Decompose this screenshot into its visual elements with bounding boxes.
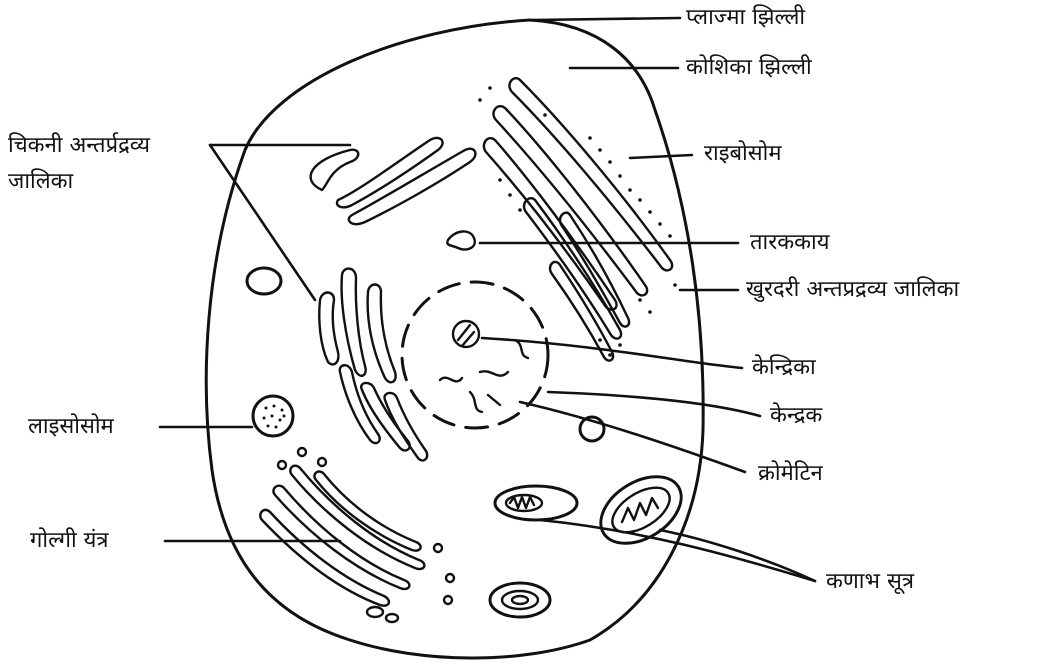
label-ribosome: राइबोसोम (704, 140, 781, 168)
label-nucleus: केन्द्रक (770, 402, 822, 430)
lysosome (253, 396, 293, 436)
label-mitochondria: कणाभ सूत्र (826, 568, 914, 596)
rough-er (478, 78, 677, 360)
smooth-er-left (319, 269, 427, 461)
label-golgi: गोल्गी यंत्र (30, 527, 109, 555)
label-smooth-er-line1: चिकनी अन्तर्प्रद्रव्य (8, 132, 150, 160)
label-rough-er: खुरदरी अन्तप्रद्रव्य जालिका (746, 276, 959, 304)
golgi-apparatus (260, 448, 454, 622)
vacuole-left (247, 268, 281, 294)
label-plasma-membrane: प्लाज्मा झिल्ली (686, 4, 805, 32)
label-lysosome: लाइसोसोम (28, 413, 114, 441)
leader-lines (160, 18, 815, 581)
label-chromatin: क्रोमेटिन (758, 460, 823, 488)
label-smooth-er-line2: जालिका (8, 168, 73, 196)
chromatin (440, 340, 528, 412)
smooth-er-top (311, 138, 476, 224)
label-centrosome: तारककाय (750, 229, 830, 257)
nucleolus (453, 321, 479, 347)
label-nucleolus: केन्द्रिका (752, 354, 816, 382)
centrosome (447, 231, 475, 249)
label-cell-membrane: कोशिका झिल्ली (686, 54, 812, 82)
